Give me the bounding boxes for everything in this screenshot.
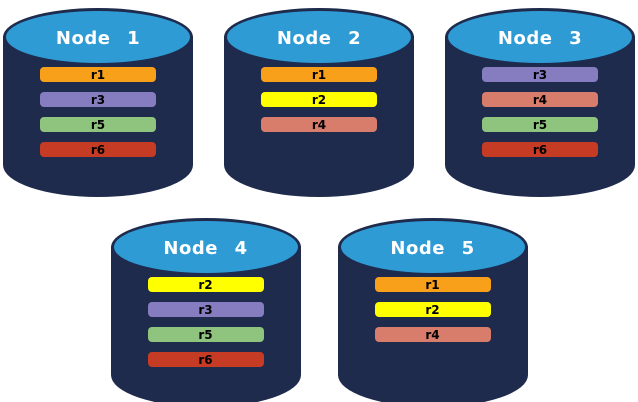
node-title: Node 4 — [163, 237, 248, 259]
node-title: Node 5 — [390, 237, 475, 259]
cylinder-top-ellipse: Node 4 — [110, 218, 301, 276]
replica-bar-r3: r3 — [482, 67, 598, 82]
replica-bar-r6: r6 — [40, 142, 156, 157]
replica-bar-r2: r2 — [147, 277, 264, 292]
node-row-bottom: Node 4 r2 r3 r5 r6 Node 5 r1 r2 r4 — [0, 218, 638, 402]
replica-bar-r1: r1 — [261, 67, 377, 82]
replica-bar-r4: r4 — [374, 327, 491, 342]
replica-bar-r2: r2 — [374, 302, 491, 317]
cylinder-top-ellipse: Node 3 — [445, 8, 635, 66]
replica-bar-r4: r4 — [261, 117, 377, 132]
replica-bar-r6: r6 — [482, 142, 598, 157]
replica-bar-list: r1 r3 r5 r6 — [3, 67, 193, 157]
database-node-cylinder: Node 2 r1 r2 r4 — [224, 8, 414, 197]
database-node-cylinder: Node 3 r3 r4 r5 r6 — [445, 8, 635, 197]
replica-bar-r5: r5 — [482, 117, 598, 132]
replica-bar-r3: r3 — [147, 302, 264, 317]
replica-bar-r6: r6 — [147, 352, 264, 367]
replica-bar-r2: r2 — [261, 92, 377, 107]
cylinder-top-ellipse: Node 5 — [337, 218, 528, 276]
replica-bar-r5: r5 — [40, 117, 156, 132]
database-node-cylinder: Node 1 r1 r3 r5 r6 — [3, 8, 193, 197]
replica-bar-r5: r5 — [147, 327, 264, 342]
replica-bar-list: r3 r4 r5 r6 — [445, 67, 635, 157]
replica-bar-r1: r1 — [374, 277, 491, 292]
database-node-cylinder: Node 5 r1 r2 r4 — [337, 218, 528, 402]
replica-bar-list: r1 r2 r4 — [224, 67, 414, 132]
replica-bar-list: r2 r3 r5 r6 — [111, 277, 301, 367]
node-title: Node 1 — [55, 27, 141, 49]
cylinder-top-ellipse: Node 1 — [3, 8, 193, 66]
replica-bar-r1: r1 — [40, 67, 156, 82]
replica-bar-r4: r4 — [482, 92, 598, 107]
database-node-cylinder: Node 4 r2 r3 r5 r6 — [110, 218, 301, 402]
node-title: Node 2 — [276, 27, 362, 49]
replica-bar-list: r1 r2 r4 — [338, 277, 528, 342]
replica-bar-r3: r3 — [40, 92, 156, 107]
node-row-top: Node 1 r1 r3 r5 r6 Node 2 r1 r2 r4 Node 3 r3 r4 r5 r6 — [0, 0, 638, 197]
cylinder-top-ellipse: Node 2 — [224, 8, 414, 66]
node-title: Node 3 — [497, 27, 583, 49]
